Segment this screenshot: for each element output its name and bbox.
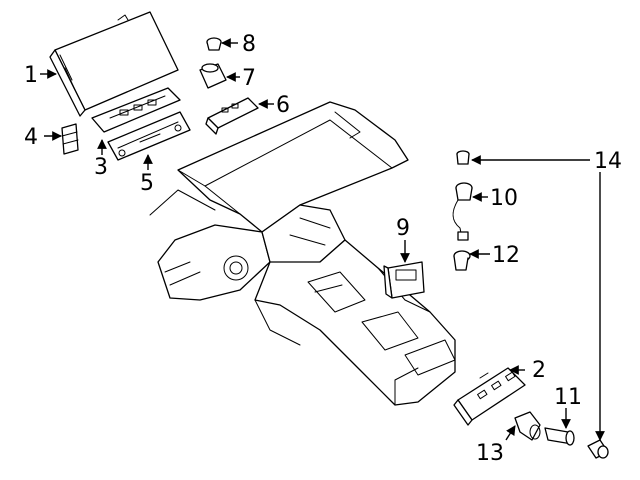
part-14-plug-bottom xyxy=(587,439,609,459)
callout-2: 2 xyxy=(532,358,546,383)
part-4-switch xyxy=(61,123,79,155)
callout-9: 9 xyxy=(396,216,410,241)
part-2-switch-panel xyxy=(453,367,526,426)
callout-12: 12 xyxy=(492,243,520,268)
callout-labels: 1 2 3 4 5 6 7 8 9 10 11 12 13 14 xyxy=(24,32,622,466)
part-14-plug-top xyxy=(456,150,470,165)
callout-7: 7 xyxy=(242,66,256,91)
part-9-switch xyxy=(383,261,425,299)
callout-1: 1 xyxy=(24,63,38,88)
part-8-cap xyxy=(206,37,222,51)
part-1-display-screen xyxy=(49,11,179,117)
callout-4: 4 xyxy=(24,125,38,150)
part-10-socket xyxy=(452,182,473,241)
part-3-control-strip xyxy=(91,87,181,133)
callout-13: 13 xyxy=(476,441,504,466)
callout-5: 5 xyxy=(140,171,154,196)
callout-11: 11 xyxy=(554,385,582,410)
callout-10: 10 xyxy=(490,186,518,211)
part-7-knob xyxy=(199,63,227,89)
callout-6: 6 xyxy=(276,93,290,118)
part-5-climate-panel xyxy=(107,111,191,161)
callout-8: 8 xyxy=(242,32,256,57)
callout-14: 14 xyxy=(594,149,622,174)
part-12-connector xyxy=(453,250,471,271)
part-13-elbow xyxy=(514,411,541,441)
part-11-socket-insert xyxy=(544,427,575,446)
dashboard-console xyxy=(149,101,456,406)
leader-lines xyxy=(40,38,605,441)
part-6-button-module xyxy=(205,97,259,135)
callout-3: 3 xyxy=(94,155,108,180)
